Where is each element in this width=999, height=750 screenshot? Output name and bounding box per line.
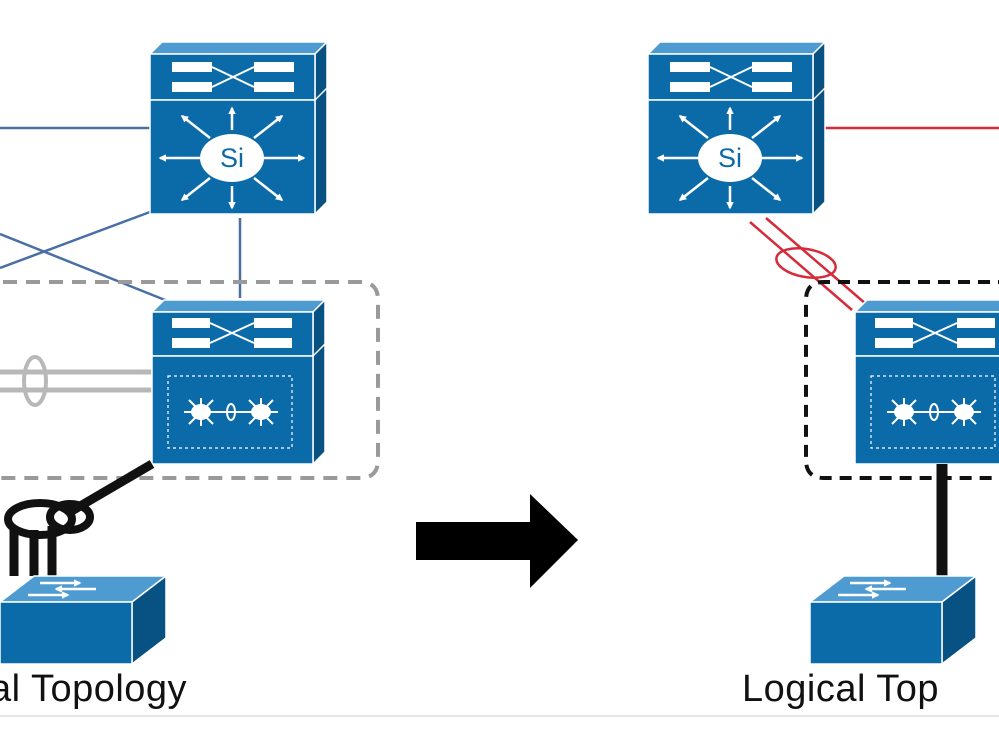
core-switch-label: Si (220, 143, 244, 173)
etherchannel-ring (22, 355, 48, 407)
core-switch-label: Si (718, 143, 742, 173)
access-switch-icon (0, 576, 166, 664)
logical-uplinks (749, 217, 867, 311)
vss-chassis-icon (151, 299, 326, 465)
physical-link (0, 210, 151, 270)
etherchannel-ring (4, 499, 76, 539)
multilayer-switch-icon: Si (648, 42, 825, 214)
multilayer-switch-icon: Si (150, 42, 327, 214)
access-links (4, 460, 155, 576)
physical-topology-caption: al Topology (0, 668, 188, 710)
vss-chassis-icon (854, 299, 999, 465)
left-panel: Si (0, 42, 380, 664)
arrow-right-icon (416, 494, 578, 588)
right-panel-lower (749, 217, 999, 664)
physical-link (0, 232, 171, 304)
right-panel: Si (648, 42, 999, 214)
vss-boundary (0, 280, 380, 480)
logical-topology-caption: Logical Top (742, 668, 940, 710)
access-switch-icon (810, 576, 976, 664)
physical-links (0, 126, 242, 304)
vss-link (0, 355, 152, 407)
etherchannel-ring (775, 247, 837, 279)
